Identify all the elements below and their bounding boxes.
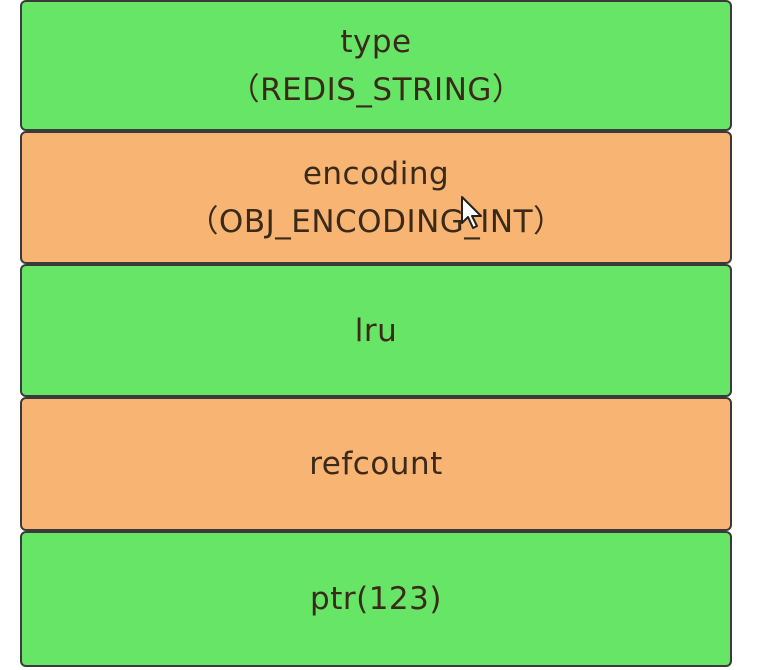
lru-field-label: lru <box>354 312 398 349</box>
lru-field-block: lru <box>20 264 732 397</box>
encoding-field-block: encoding （OBJ_ENCODING_INT） <box>20 131 732 264</box>
type-field-label: type <box>340 23 412 60</box>
refcount-field-label: refcount <box>309 446 443 482</box>
ptr-field-block: ptr(123) <box>20 531 732 667</box>
encoding-field-value: （OBJ_ENCODING_INT） <box>187 203 565 240</box>
encoding-field-label: encoding <box>302 155 450 192</box>
refcount-field-block: refcount <box>20 397 732 531</box>
redis-object-diagram: type （REDIS_STRING） encoding （OBJ_ENCODI… <box>20 0 734 668</box>
type-field-value: （REDIS_STRING） <box>228 71 524 108</box>
type-field-block: type （REDIS_STRING） <box>20 0 732 131</box>
ptr-field-label: ptr(123) <box>310 581 442 617</box>
